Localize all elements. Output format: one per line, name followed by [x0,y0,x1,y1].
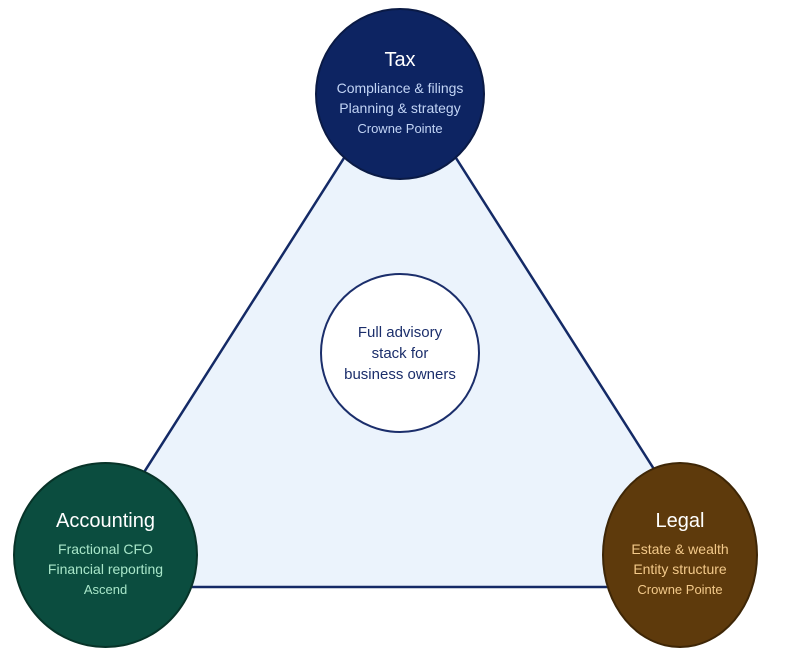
node-title: Tax [384,48,416,71]
node-item: Compliance & filings [336,79,464,96]
node-provider: Crowne Pointe [357,120,443,136]
node-item: Fractional CFO [58,540,153,557]
center-circle: Full advisory stack for business owners [320,273,480,433]
tax-node: Tax Compliance & filings Planning & stra… [315,8,485,180]
center-line: business owners [344,365,456,383]
node-item: Planning & strategy [339,99,461,116]
accounting-node: Accounting Fractional CFO Financial repo… [13,462,198,648]
node-provider: Ascend [83,581,128,597]
node-item: Financial reporting [47,560,164,577]
center-line: Full advisory [357,323,443,341]
center-line: stack for [371,344,429,362]
legal-node: Legal Estate & wealth Entity structure C… [602,462,758,648]
node-title: Legal [655,509,705,532]
node-title: Accounting [56,509,155,532]
node-item: Entity structure [633,560,727,577]
node-provider: Crowne Pointe [637,581,723,597]
node-item: Estate & wealth [631,540,729,557]
